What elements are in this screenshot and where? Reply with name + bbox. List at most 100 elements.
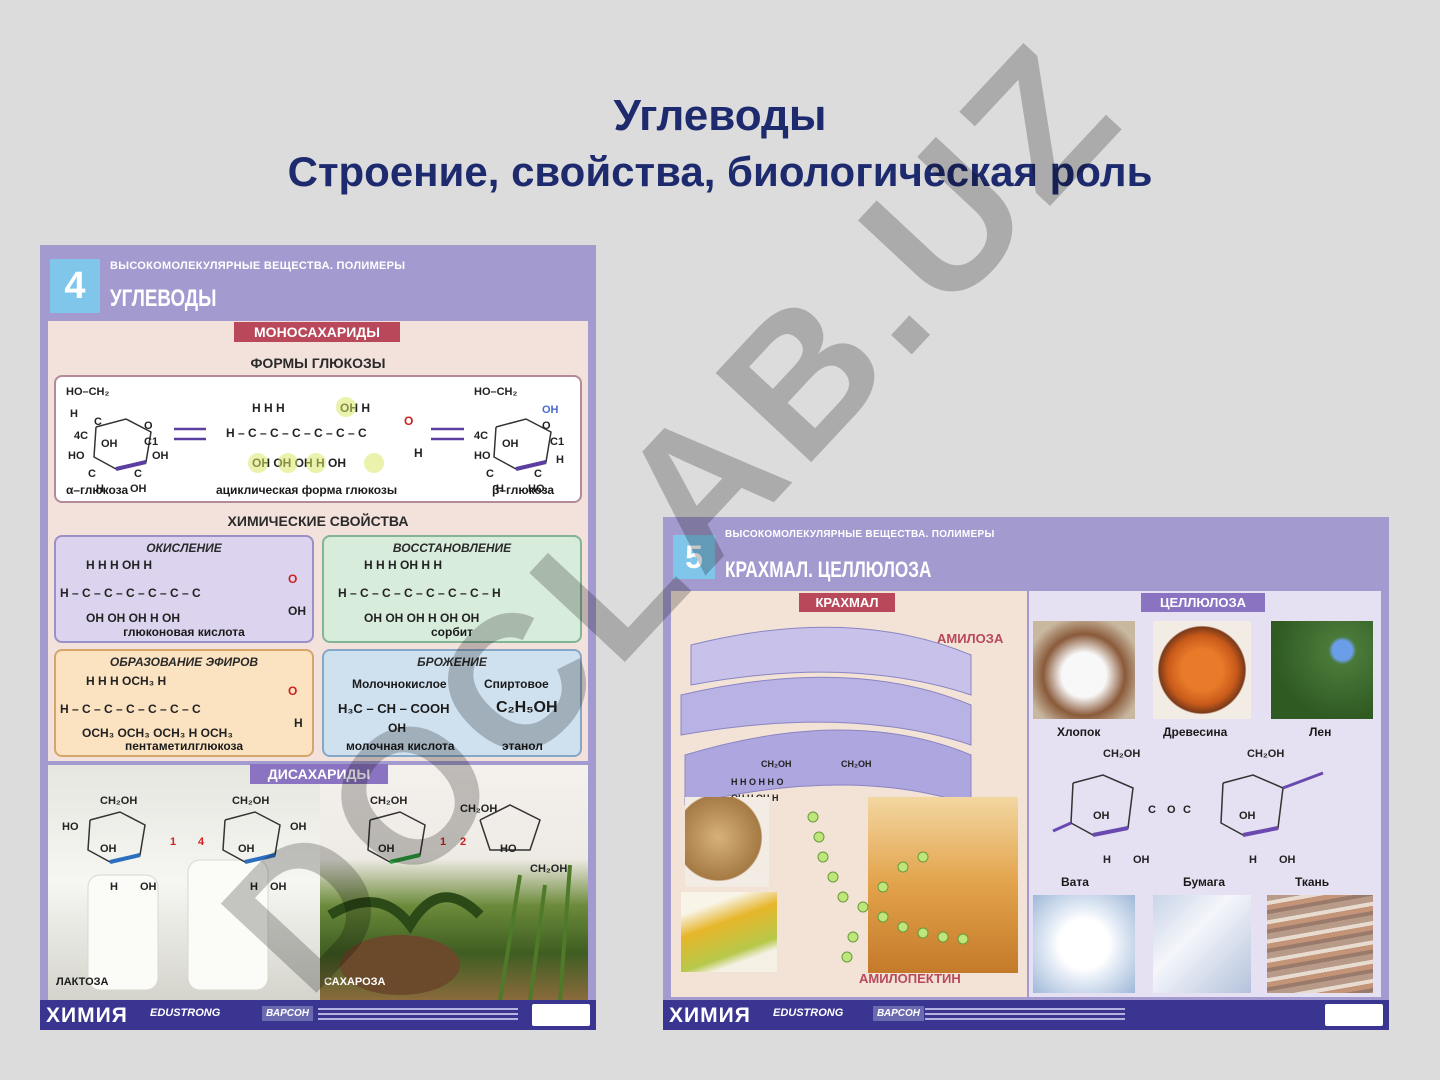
svg-text:OH: OH — [152, 450, 169, 462]
svg-text:O: O — [404, 414, 413, 428]
wadding-photo — [1033, 895, 1135, 993]
svg-text:CH₂OH: CH₂OH — [841, 759, 872, 769]
svg-text:O: O — [288, 684, 297, 698]
svg-text:OH: OH — [378, 843, 395, 855]
svg-text:OH: OH — [1093, 810, 1110, 822]
title-line-2: Строение, свойства, биологическая роль — [287, 148, 1153, 195]
lactic-oh: OH — [388, 721, 406, 735]
svg-text:OH: OH — [100, 843, 117, 855]
glucose-forms-heading: ФОРМЫ ГЛЮКОЗЫ — [250, 355, 386, 371]
svg-text:H: H — [414, 446, 423, 460]
svg-text:OH: OH — [1133, 854, 1150, 866]
milk-bottles — [87, 859, 269, 991]
svg-text:2: 2 — [460, 836, 466, 848]
disaccharides-banner: ДИСАХАРИДЫ — [250, 764, 388, 784]
cotton-photo — [1033, 621, 1135, 719]
svg-text:1: 1 — [170, 836, 176, 848]
poster-footer: ХИМИЯ EDUSTRONG ВАРСОН — [40, 1000, 596, 1030]
equilibrium-arrows-left — [174, 427, 206, 441]
svg-text:CH₂OH: CH₂OH — [1103, 748, 1140, 760]
svg-text:1: 1 — [440, 836, 446, 848]
svg-text:OH OH OH H OH: OH OH OH H OH — [86, 611, 180, 625]
svg-text:OH: OH — [1239, 810, 1256, 822]
amylopectin-label: АМИЛОПЕКТИН — [859, 971, 961, 986]
svg-text:C: C — [134, 468, 142, 480]
svg-text:O: O — [1167, 804, 1176, 816]
svg-text:H H H OH H H: H H H OH H H — [364, 558, 442, 572]
footer-publisher-logo — [1325, 1004, 1383, 1026]
footer-publisher-logo — [532, 1004, 590, 1026]
footer-fine-print — [318, 1005, 518, 1025]
svg-text:OH: OH — [270, 881, 287, 893]
footer-edition: ВАРСОН — [873, 1006, 924, 1021]
starch-banner: КРАХМАЛ — [799, 593, 895, 612]
svg-text:C1: C1 — [144, 436, 158, 448]
wood-photo — [1153, 621, 1251, 719]
poster-name: КРАХМАЛ. ЦЕЛЛЮЛОЗА — [725, 557, 932, 582]
acyclic-glucose-caption: ациклическая форма глюкозы — [216, 483, 398, 497]
footer-edustrong: EDUSTRONG — [773, 1007, 844, 1019]
poster-number: 4 — [50, 259, 100, 313]
svg-text:H: H — [294, 716, 303, 730]
poster-name: УГЛЕВОДЫ — [110, 285, 217, 312]
svg-text:4C: 4C — [474, 430, 488, 442]
paper-label: Бумага — [1183, 875, 1226, 889]
footer-edition: ВАРСОН — [262, 1006, 313, 1021]
flax-label: Лен — [1309, 725, 1332, 739]
ethanol-product: этанол — [502, 739, 543, 753]
svg-text:C: C — [88, 468, 96, 480]
svg-text:H – C – C – C – C – C – C: H – C – C – C – C – C – C — [226, 426, 367, 440]
svg-text:O: O — [144, 420, 153, 432]
beta-glucose-ring — [493, 418, 552, 471]
svg-text:O: O — [288, 572, 297, 586]
reduction-formula: H H H OH H H H – C – C – C – C – C – C –… — [338, 558, 501, 625]
oxidation-formula: H H H OH H H – C – C – C – C – C – C OH … — [60, 558, 306, 625]
svg-text:OH: OH — [140, 881, 157, 893]
svg-text:HO: HO — [62, 821, 79, 833]
slide-title: Углеводы Строение, свойства, биологическ… — [0, 88, 1440, 200]
svg-text:CH₂OH: CH₂OH — [370, 795, 407, 807]
potato-photo — [685, 797, 769, 887]
lactose-label: ЛАКТОЗА — [56, 976, 109, 988]
title-line-1: Углеводы — [613, 91, 827, 140]
svg-text:HO: HO — [68, 450, 85, 462]
cotton-label: Хлопок — [1057, 725, 1101, 739]
poster-starch-cellulose: 5 ВЫСОКОМОЛЕКУЛЯРНЫЕ ВЕЩЕСТВА. ПОЛИМЕРЫ … — [663, 517, 1389, 1030]
svg-text:OH: OH — [542, 404, 559, 416]
svg-text:HO: HO — [500, 843, 517, 855]
footer-edustrong: EDUSTRONG — [150, 1007, 221, 1019]
flax-photo — [1271, 621, 1373, 719]
svg-text:C: C — [1148, 804, 1156, 816]
ethanol-formula: C₂H₅OH — [496, 699, 558, 716]
highlight-oh-circles — [248, 397, 384, 473]
oxidation-title: ОКИСЛЕНИЕ — [146, 541, 222, 555]
equilibrium-arrows-right — [431, 427, 464, 441]
lactic-acid-product: молочная кислота — [346, 739, 455, 753]
svg-text:H: H — [1103, 854, 1111, 866]
svg-text:OH: OH — [1279, 854, 1296, 866]
lactic-acid-formula: H₃C – CH – COOH — [338, 701, 450, 716]
amylose-label: АМИЛОЗА — [937, 631, 1004, 646]
svg-text:H H H OCH₃ H: H H H OCH₃ H — [86, 674, 166, 688]
poster-series: ВЫСОКОМОЛЕКУЛЯРНЫЕ ВЕЩЕСТВА. ПОЛИМЕРЫ — [110, 260, 406, 272]
reduction-panel: ВОССТАНОВЛЕНИЕ H H H OH H H H – C – C – … — [322, 535, 582, 643]
beet-leaves — [327, 864, 572, 1001]
reduction-product: сорбит — [431, 625, 473, 639]
svg-text:4: 4 — [198, 836, 205, 848]
svg-text:H – C – C – C – C – C – C: H – C – C – C – C – C – C — [60, 586, 201, 600]
poster-carbohydrates: 4 ВЫСОКОМОЛЕКУЛЯРНЫЕ ВЕЩЕСТВА. ПОЛИМЕРЫ … — [40, 245, 596, 1030]
svg-text:OH: OH — [130, 483, 147, 495]
wheat-photo — [868, 797, 1018, 973]
svg-text:OH OH OH H OH OH: OH OH OH H OH OH — [364, 611, 479, 625]
alpha-glucose-caption: α–глюкоза — [66, 483, 129, 497]
svg-text:HO–CH₂: HO–CH₂ — [474, 386, 518, 398]
cellulose-banner: ЦЕЛЛЮЛОЗА — [1141, 593, 1265, 612]
esters-panel: ОБРАЗОВАНИЕ ЭФИРОВ H H H OCH₃ H H – C – … — [54, 649, 314, 757]
alpha-glucose-ring — [93, 418, 152, 471]
fabric-label: Ткань — [1295, 875, 1330, 889]
